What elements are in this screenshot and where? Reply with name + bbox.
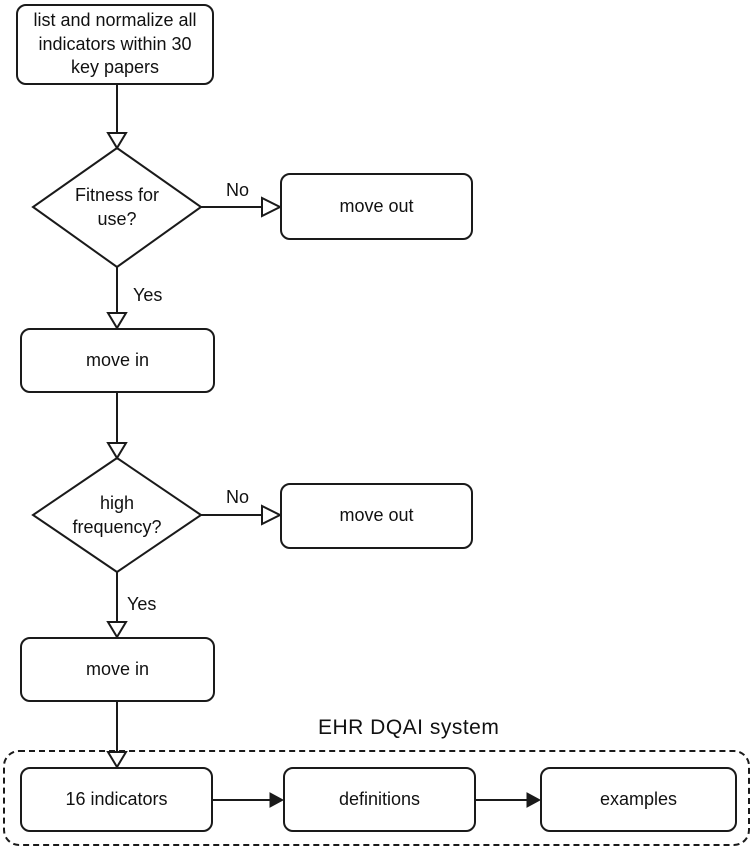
arrow-fitness-yes-head [106, 312, 128, 330]
node-move-out-1: move out [280, 173, 473, 240]
decision-fitness-label: Fitness for use? [74, 184, 160, 229]
arrow-frequency-yes-head [106, 621, 128, 639]
arrow-movein1-to-frequency-head [106, 442, 128, 460]
node-move-in-2: move in [20, 637, 215, 702]
node-definitions-label: definitions [338, 788, 421, 809]
arrow-indicators-to-definitions-head [269, 792, 285, 808]
decision-frequency: high frequency? [42, 486, 192, 544]
node-move-out-1-label: move out [339, 195, 414, 216]
node-16-indicators: 16 indicators [20, 767, 213, 832]
node-start-label: list and normalize all indicators within… [33, 10, 197, 78]
node-start: list and normalize all indicators within… [16, 4, 214, 85]
node-move-out-2-label: move out [339, 505, 414, 526]
decision-frequency-label: high frequency? [72, 492, 162, 537]
node-move-in-2-label: move in [85, 658, 150, 679]
edge-label-fitness-no: No [226, 180, 250, 200]
arrow-movein2-to-indicators-head [106, 751, 128, 769]
node-move-in-1-label: move in [85, 349, 150, 370]
edge-label-frequency-yes: Yes [127, 594, 157, 614]
edge-label-frequency-no: No [226, 487, 250, 507]
node-move-in-1: move in [20, 328, 215, 393]
node-move-out-2: move out [280, 483, 473, 549]
arrow-fitness-no-head [261, 196, 283, 218]
decision-fitness: Fitness for use? [42, 178, 192, 236]
arrow-frequency-no-head [261, 504, 283, 526]
system-title: EHR DQAI system [318, 716, 500, 739]
arrow-start-to-fitness-head [106, 132, 128, 150]
edge-label-fitness-yes: Yes [133, 285, 163, 305]
node-16-indicators-label: 16 indicators [65, 788, 168, 809]
ehr-dqai-system-container [3, 750, 750, 846]
node-examples-label: examples [599, 788, 678, 809]
node-definitions: definitions [283, 767, 476, 832]
arrow-definitions-to-examples-head [526, 792, 542, 808]
node-examples: examples [540, 767, 737, 832]
